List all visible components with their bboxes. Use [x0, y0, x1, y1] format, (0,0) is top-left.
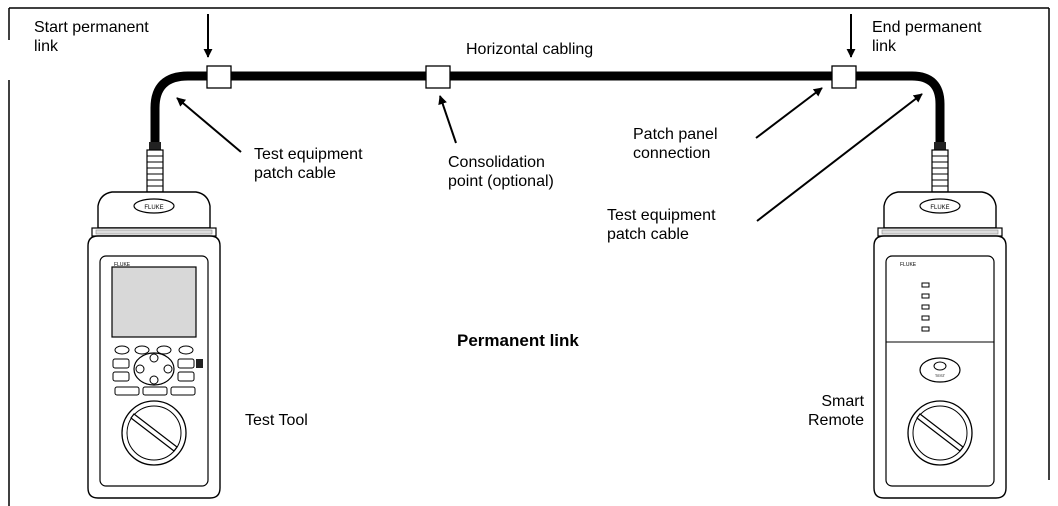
- cap-brand-right: FLUKE: [930, 205, 949, 211]
- left-cable-boot: [146, 142, 164, 193]
- start-link-label: Start permanent link: [34, 19, 149, 55]
- patch-panel-label: Patch panel connection: [633, 126, 718, 162]
- permanent-link-title: Permanent link: [457, 331, 579, 350]
- smart-remote-label: Smart Remote: [808, 393, 865, 429]
- test-tool-screen: [111, 266, 197, 338]
- right-patch-cable-label: Test equipment patch cable: [607, 207, 716, 243]
- right-cable-boot: [931, 142, 949, 193]
- diagram-frame: [8, 7, 1050, 506]
- end-connector: [831, 65, 857, 89]
- horizontal-cable: [150, 71, 945, 143]
- left-patch-arrow: [176, 97, 242, 153]
- smart-remote-device: FLUKE FLUKE TEST: [873, 191, 1007, 499]
- start-connector: [206, 65, 232, 89]
- horizontal-cabling-label: Horizontal cabling: [466, 41, 594, 58]
- test-tool-label: Test Tool: [245, 412, 308, 429]
- remote-test-label: TEST: [935, 373, 946, 378]
- left-patch-cable-label: Test equipment patch cable: [254, 146, 363, 182]
- consolidation-point-label: Consolidation point (optional): [448, 154, 554, 190]
- consolidation-arrow: [438, 95, 457, 144]
- patch-panel-arrow: [755, 87, 823, 139]
- panel-brand-left: FLUKE: [114, 262, 131, 268]
- end-link-label: End permanent link: [872, 19, 982, 55]
- panel-brand-right: FLUKE: [900, 262, 917, 268]
- consolidation-connector: [425, 65, 451, 89]
- right-patch-arrow: [756, 93, 923, 222]
- test-tool-device: FLUKE FLUKE: [87, 191, 221, 499]
- cap-brand-left: FLUKE: [144, 205, 163, 211]
